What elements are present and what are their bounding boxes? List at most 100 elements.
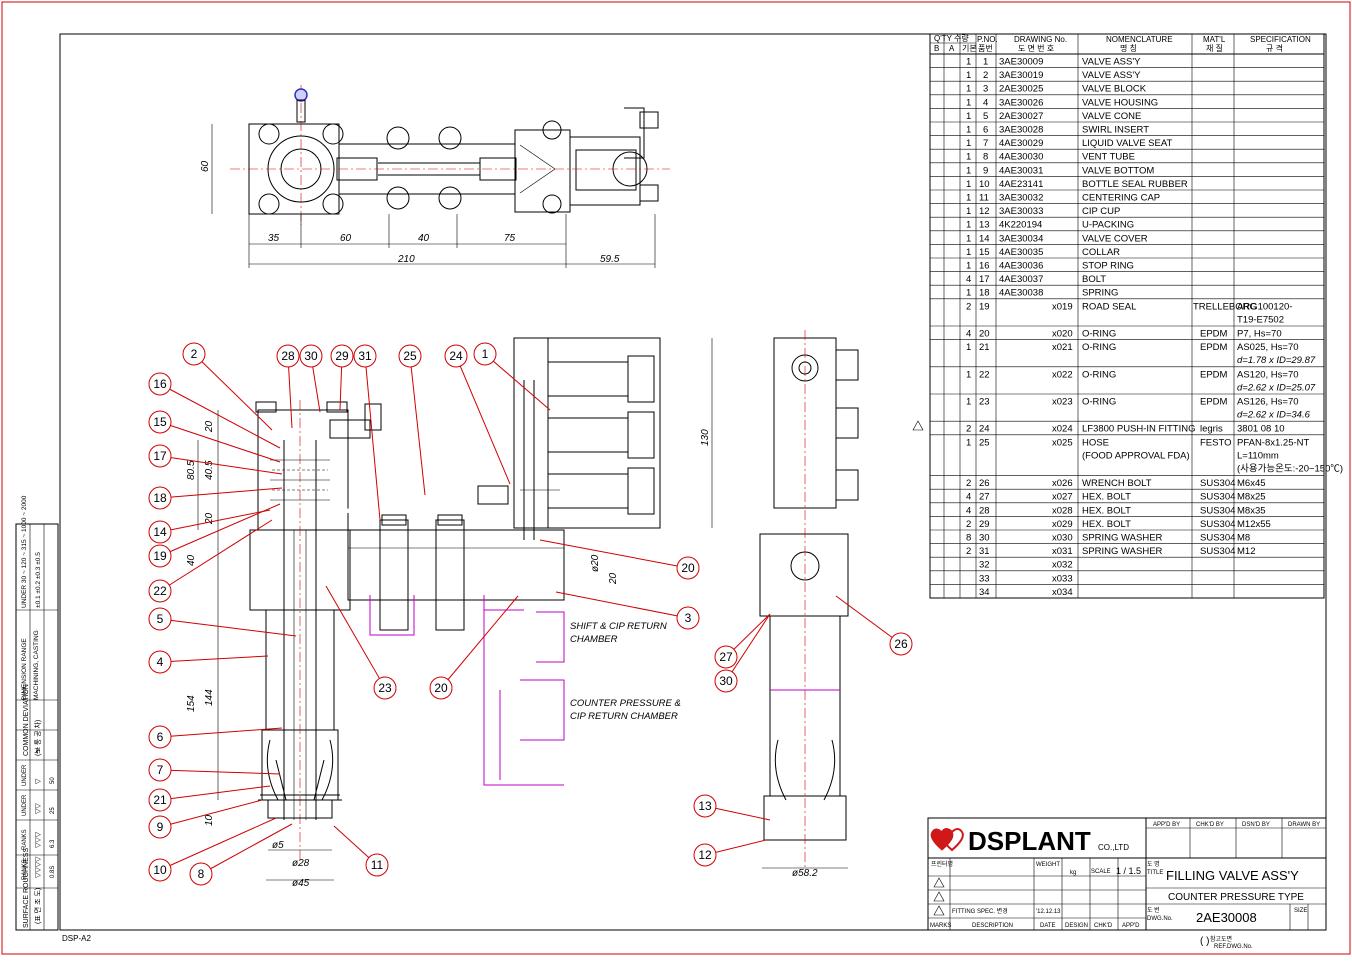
scale-value: 1 / 1.5: [1116, 866, 1141, 876]
weight-label: WEIGHT: [1036, 862, 1060, 868]
bom-row-name: VALVE HOUSING: [1082, 97, 1158, 108]
dim-height-60: 60: [200, 160, 211, 172]
machining-values: ±0.1 ±0.2 ±0.3 ±0.5: [35, 552, 42, 608]
bom-row-spec: M12: [1237, 546, 1255, 557]
bom-row-drawing-no: x029: [1052, 519, 1073, 530]
bom-row-pno: 18: [979, 288, 990, 299]
tolerance-table: SURFACE ROUGHNESS (표 면 조 도) COMMON DEVIA…: [15, 495, 59, 931]
bom-row-drawing-no: 4AE30035: [999, 247, 1043, 258]
bom-header-qty-a: A: [949, 44, 955, 53]
bom-row-drawing-no: x033: [1052, 573, 1073, 584]
bom-row-qty: 1: [966, 125, 971, 136]
dim-144: 144: [204, 689, 215, 706]
bom-row-material: FESTO: [1200, 437, 1232, 448]
part-balloon-circle: [429, 676, 453, 700]
ranges-label: UNDER 30 ~ 120 ~ 315 ~ 1000 ~ 2000: [21, 495, 28, 608]
bom-row-pno: 29: [979, 519, 990, 530]
part-balloon-label: 14: [153, 525, 167, 539]
bom-row-pno: 14: [979, 233, 990, 244]
dim-60: 60: [340, 233, 352, 244]
bom-row-pno: 9: [983, 165, 988, 176]
bom-row-qty: 1: [966, 193, 971, 204]
bom-row-name: BOLT: [1082, 274, 1106, 285]
format-code: DSP-A2: [62, 934, 91, 943]
roughness-symbol: ▽▽▽▽: [35, 856, 42, 878]
note-counter-chamber-line1: COUNTER PRESSURE &: [570, 698, 681, 709]
note-shift-chamber-line2: CHAMBER: [570, 634, 618, 645]
bom-row-name: BOTTLE SEAL RUBBER: [1082, 179, 1188, 190]
roughness-grade: UNDER: [22, 794, 28, 816]
roughness-symbol: ▽▽▽: [35, 831, 42, 848]
title-block: DSPLANT CO.,LTD APP'D BY CHK'D BY DSN'D …: [912, 420, 1327, 950]
part-balloon-circle: [148, 544, 172, 568]
balloon-leader: [159, 769, 281, 775]
dim-dia45: ø45: [292, 878, 310, 889]
dim-dia28: ø28: [292, 858, 310, 869]
part-balloon-label: 17: [153, 449, 167, 463]
machining-label: MACHINING, CASTING: [33, 630, 40, 700]
balloon-leader: [159, 487, 283, 499]
bom-header-pno-sub: 품번: [978, 44, 993, 53]
part-balloon-circle: [182, 342, 206, 366]
bom-row-pno: 2: [983, 70, 988, 81]
bom-row-spec-line2: T19-E7502: [1237, 314, 1284, 325]
bom-row-name: O-RING: [1082, 369, 1116, 380]
dim-dia5: ø5: [272, 840, 284, 851]
balloon-leader: [159, 383, 281, 449]
bom-row-name: U-PACKING: [1082, 220, 1134, 231]
bom-row-qty: 1: [966, 179, 971, 190]
bom-row-qty: 4: [966, 329, 971, 340]
dwg-label-kr: 도 번: [1147, 906, 1160, 914]
dwg-label-en: DWG.No.: [1147, 916, 1173, 922]
bom-row-qty: 1: [966, 138, 971, 149]
bom-row-spec: M12x55: [1237, 519, 1271, 530]
top-view: 60 35 60 40 75 210 59.5: [200, 85, 670, 268]
dimension-range-label: DIMENSION RANGE: [21, 638, 28, 700]
bom-row-qty: 1: [966, 97, 971, 108]
scale-label: SCALE: [1091, 869, 1111, 875]
balloon-leader: [159, 655, 269, 663]
bom-row-drawing-no: 3AE30019: [999, 70, 1043, 81]
bom-row-qty: 2: [966, 424, 971, 435]
balloon-leader: [409, 355, 426, 496]
part-balloon-circle: [473, 342, 497, 366]
ref-label-en: REF.DWG.No.: [1214, 944, 1253, 950]
bom-row-qty: 1: [966, 288, 971, 299]
bom-row-pno: 5: [983, 111, 988, 122]
bom-header-nomenclature: NOMENCLATURE: [1106, 35, 1173, 44]
note-counter-chamber-line2: CIP RETURN CHAMBER: [570, 711, 678, 722]
company-suffix: CO.,LTD: [1098, 843, 1129, 852]
bom-row-drawing-no: 4AE30036: [999, 261, 1043, 272]
bom-row-name: SPRING: [1082, 288, 1118, 299]
bom-row-spec: AS120, Hs=70: [1237, 369, 1299, 380]
bom-row-drawing-no: 2AE30027: [999, 111, 1043, 122]
balloon-leader: [325, 585, 386, 689]
size-label: SIZE: [1294, 908, 1307, 914]
part-balloon-label: 15: [153, 415, 167, 429]
bom-row-pno: 20: [979, 329, 990, 340]
balloon-leader: [159, 799, 263, 828]
bom-row-name: VALVE BOTTOM: [1082, 165, 1154, 176]
bom-row-material: SUS304: [1200, 492, 1235, 503]
balloon-leader: [200, 823, 293, 875]
part-balloon-circle: [444, 344, 468, 368]
surface-roughness-label: SURFACE ROUGHNESS: [23, 848, 30, 928]
part-balloon-label: 3: [685, 611, 692, 625]
bom-header-specification: SPECIFICATION: [1250, 35, 1311, 44]
part-balloon-label: 27: [719, 650, 733, 664]
bom-row-qty: 1: [966, 165, 971, 176]
part-balloon-label: 28: [281, 349, 295, 363]
bom-row-pno: 28: [979, 505, 990, 516]
bom-row-drawing-no: x028: [1052, 505, 1073, 516]
bom-row-qty: 1: [966, 437, 971, 448]
part-balloon-label: 19: [153, 549, 167, 563]
bom-row-pno: 17: [979, 274, 990, 285]
bom-row-spec: M6x45: [1237, 478, 1266, 489]
balloon-leader: [159, 727, 283, 738]
dim-40-lower: 40: [186, 554, 197, 566]
roughness-grade: UNDER: [22, 764, 28, 786]
bom-row-drawing-no: 4AE30038: [999, 288, 1043, 299]
dim-40-5: 40.5: [204, 460, 215, 480]
